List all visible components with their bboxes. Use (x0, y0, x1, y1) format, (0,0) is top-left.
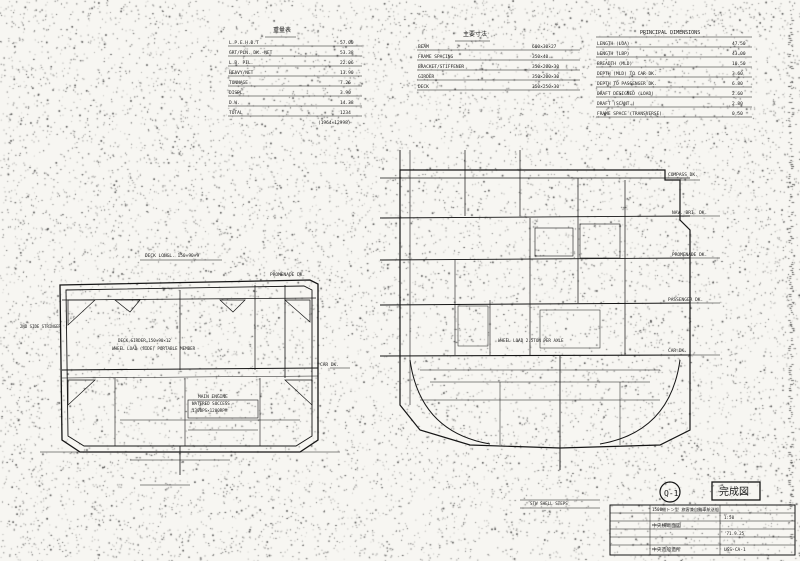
sc-row-3-value: 350×200×30 (532, 74, 559, 80)
pd-title: PRINCIPAL DIMENSIONS (640, 30, 700, 36)
pd-row-6-value: 2.80 (732, 101, 743, 107)
wt-row-5-label: DISPL. (229, 90, 245, 96)
sheet-number: Q-1 (664, 489, 679, 498)
pd-row-7-label: FRAME SPACE (TRANSVERSE) (597, 111, 662, 117)
wt-row-7-value: 1234 (340, 110, 351, 116)
approval-stamp: 完成図 (719, 485, 749, 498)
weight-table-title: 重量表 (273, 26, 291, 34)
pd-row-0-value: 47.50 (732, 41, 746, 47)
sc-row-4-label: DECK (418, 84, 429, 90)
pd-row-3-value: 3.60 (732, 71, 743, 77)
title-block: 1500総トン型 旅客兼自動車航送船 中央横断面図 中央造船造所 USS-CA-… (609, 504, 796, 556)
pd-row-2-value: 10.50 (732, 61, 746, 67)
wt-row-3-label: HEAVY/NET (229, 70, 254, 76)
tb-vessel: 1500総トン型 旅客兼自動車航送船 (652, 506, 719, 513)
left-half-section: DECK LONGL. 150×90×9 PROMENADE DK. (20, 253, 350, 486)
ls-car-dk: CAR DK. (320, 362, 339, 368)
pd-row-6-label: DRAFT (SCANT.) (597, 101, 635, 107)
sc-row-2-value: 350×200×30 (532, 64, 559, 70)
sc-row-3-label: GIRDER (418, 74, 435, 80)
rs-promenade: PROMENADE DK. (672, 252, 707, 258)
ls-deck-top: DECK LONGL. 150×90×9 (145, 253, 199, 259)
tb-date: '71.9.25 (724, 531, 745, 536)
rs-wheel: WHEEL LOAD 2.5TON PER AXLE (498, 338, 564, 343)
wt-row-7-label: TOTAL (229, 110, 243, 116)
right-half-section: COMPASS DK. NAV. BRI. DK. PROMENADE DK. … (379, 150, 720, 509)
wt-row-4-label: TONNAGE (229, 80, 248, 86)
wt-row-1-label: GRT/PLN. DK.-NET (229, 50, 273, 56)
principal-dimensions-table: PRINCIPAL DIMENSIONS LENGTH (LOA) 47.50 … (596, 30, 752, 118)
wt-row-0-label: L.P.E.H.D.T (229, 40, 259, 46)
wt-row-0-value: 57.00 (340, 40, 354, 46)
weight-table: 重量表 L.P.E.H.D.T 57.00 GRT/PLN. DK.-NET 5… (228, 26, 362, 126)
ls-engine-1: MAIN ENGINE (198, 394, 228, 400)
sc-row-1-value: 350×40 (532, 54, 549, 60)
ls-wheel-load: WHEEL LOAD (SIDE) PORTABLE MEMBER (112, 346, 196, 351)
wt-row-2-value: 22.06 (340, 60, 354, 66)
wt-row-2-label: L.B. PIL. (229, 60, 253, 66)
wt-row-3-value: 13.90 (340, 70, 354, 76)
rs-shell: STW SHELL STEPS (530, 501, 568, 506)
ls-engine-2: WATERED SUCCESS (192, 401, 230, 406)
pd-row-4-label: DEPTH TO PASSENGER DK. (597, 81, 657, 87)
scantling-table: 主要寸法 BEAM 600×30×27 FRAME SPACING 350×40… (417, 30, 580, 91)
wt-row-6-label: D.W. (229, 100, 240, 106)
rs-passenger: PASSENGER DK. (668, 297, 703, 303)
ls-side-label: 2ND SIDE STRINGER (20, 324, 62, 329)
tb-company: 中央造船造所 (652, 546, 681, 553)
pd-row-5-label: DRAFT DESIGNED (LOAD) (597, 91, 654, 97)
wt-row-4-value: 7.26 (340, 80, 351, 86)
pd-row-5-value: 2.60 (732, 91, 743, 97)
wt-row-5-value: 3.90 (340, 90, 351, 96)
sc-row-2-label: BRACKET/STIFFENER (418, 64, 464, 70)
sc-row-4-value: 350×250×30 (532, 84, 559, 90)
rs-compass: COMPASS DK. (668, 172, 698, 178)
sc-row-0-value: 600×30×27 (532, 44, 557, 50)
pd-row-7-value: 0.50 (732, 111, 743, 117)
scantling-table-title: 主要寸法 (463, 30, 487, 38)
pd-row-1-label: LENGTH (LBP) (597, 51, 630, 57)
wt-row-1-value: 53.38 (340, 50, 354, 56)
tb-scale: 1:50 (724, 515, 735, 520)
sheet-marker: Q-1 完成図 (659, 481, 761, 503)
pd-row-4-value: 6.80 (732, 81, 743, 87)
tb-drawing-no: USS-CA-1 (724, 547, 746, 553)
pd-row-0-label: LENGTH (LOA) (597, 41, 630, 47)
wt-note: (1964×12998) (318, 120, 351, 126)
sc-row-1-label: FRAME SPACING (418, 54, 454, 60)
pd-row-3-label: DEPTH (MLD) TO CAR DK. (597, 71, 657, 77)
wt-row-6-value: 14.38 (340, 100, 354, 106)
ls-engine-3: 1300PS×1200RPM (192, 408, 228, 413)
rs-car: CAR DK. (668, 348, 687, 354)
tb-drawing: 中央横断面図 (652, 522, 681, 529)
ls-promenade: PROMENADE DK. (270, 272, 305, 278)
rs-nav: NAV. BRI. DK. (672, 210, 707, 216)
pd-row-2-label: BREADTH (MLD) (597, 61, 632, 67)
ls-deck-girder: DECK GIRDER 150×90×12 (118, 338, 171, 343)
pd-row-1-value: 43.00 (732, 51, 746, 57)
sc-row-0-label: BEAM (418, 44, 429, 50)
